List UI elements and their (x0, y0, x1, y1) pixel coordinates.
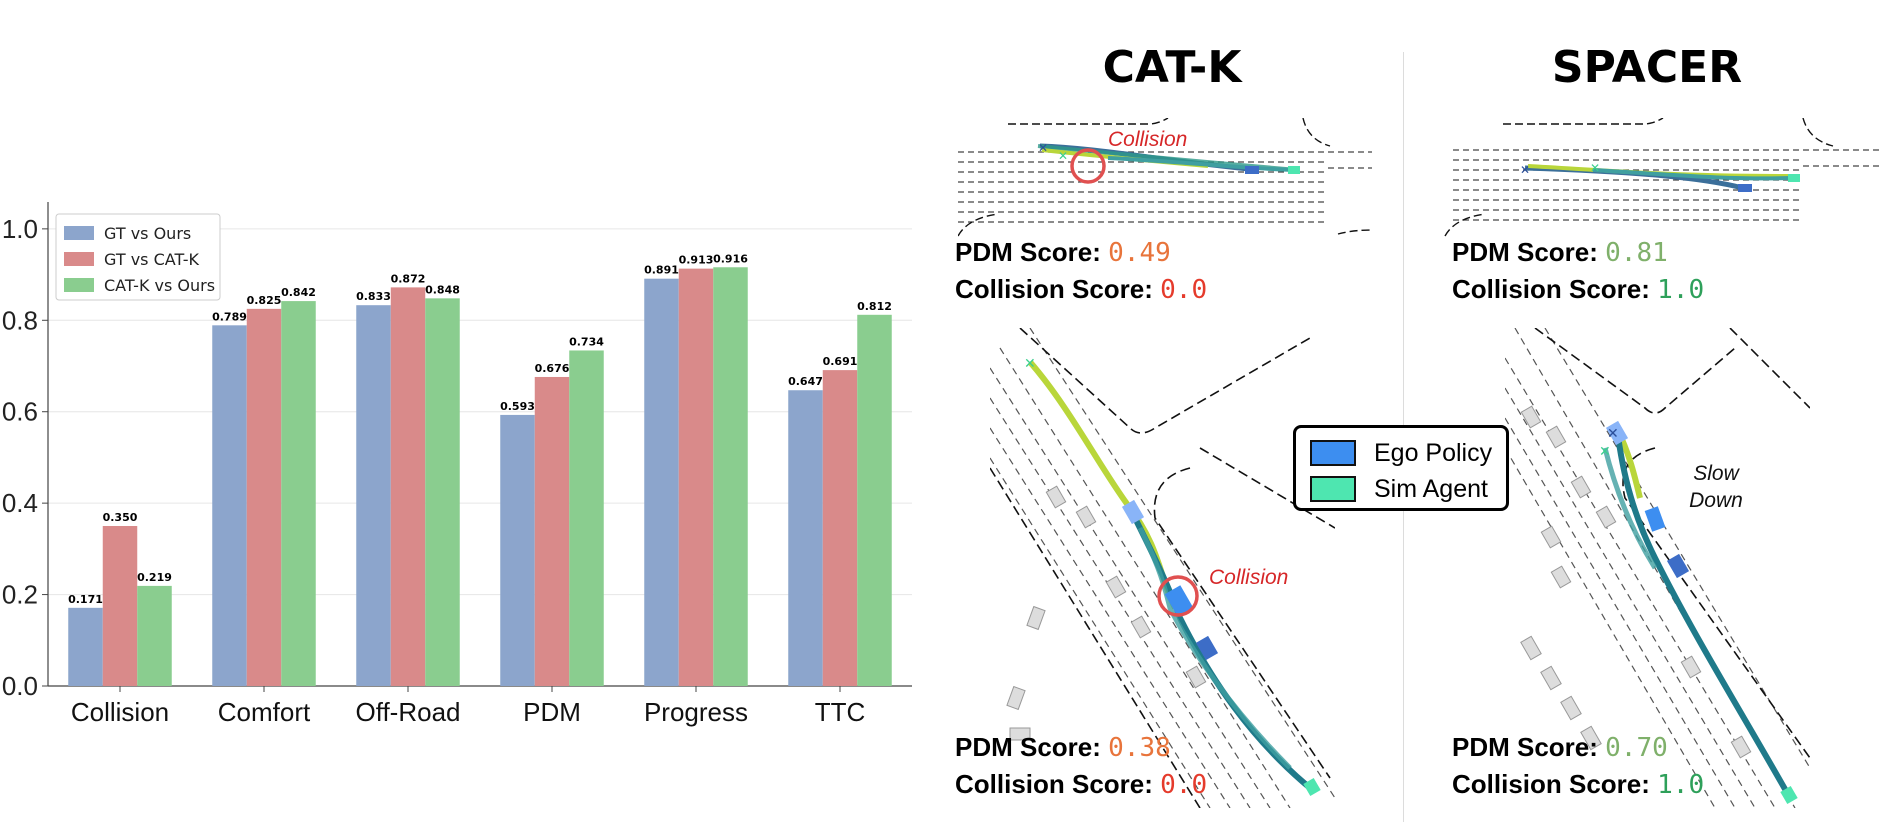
catk-title: CAT-K (1102, 42, 1242, 93)
bar-comfort-2 (281, 301, 316, 686)
legend-swatch (64, 278, 94, 292)
data-label: 0.848 (425, 283, 460, 296)
svg-text:✕: ✕ (1038, 141, 1048, 155)
data-label: 0.789 (212, 310, 247, 323)
ego-label: Ego Policy (1374, 438, 1493, 467)
svg-text:✕: ✕ (1520, 163, 1530, 177)
y-tick-label: 0.2 (2, 580, 38, 610)
bar-collision-0 (68, 607, 103, 686)
legend-entry: GT vs Ours (104, 224, 191, 243)
x-tick-label-collision: Collision (71, 697, 169, 727)
chart-legend (55, 213, 221, 301)
catk-bottom-collision: Collision Score: 0.0 (955, 769, 1208, 800)
y-tick-label: 1.0 (2, 214, 38, 244)
svg-text:✕: ✕ (1590, 161, 1600, 175)
bar-pdm-2 (569, 350, 604, 686)
bar-collision-1 (102, 526, 138, 686)
data-label: 0.734 (569, 335, 604, 348)
y-tick-label: 0.6 (2, 397, 38, 427)
data-label: 0.676 (535, 362, 570, 375)
catk-bottom-collision-label: Collision (1209, 566, 1289, 589)
data-label: 0.691 (823, 355, 858, 368)
x-tick-label-comfort: Comfort (218, 697, 311, 727)
spacer-top-pdm: PDM Score: 0.81 (1452, 237, 1668, 268)
svg-text:✕: ✕ (1599, 443, 1611, 459)
x-tick-label-progress: Progress (644, 697, 748, 727)
x-tick-label-pdm: PDM (523, 697, 581, 727)
bar-progress-2 (713, 267, 748, 686)
bar-off-road-0 (356, 305, 391, 686)
bar-progress-1 (678, 268, 714, 686)
y-tick-label: 0.0 (2, 671, 38, 701)
bar-comfort-0 (212, 325, 247, 686)
spacer-title: SPACER (1551, 42, 1743, 93)
bar-off-road-2 (425, 298, 460, 686)
bar-collision-2 (137, 585, 172, 686)
catk-top-pdm: PDM Score: 0.49 (955, 237, 1171, 268)
spacer-slow-down-label: Slow Down (1689, 462, 1743, 512)
bar-ttc-2 (857, 314, 892, 686)
bar-off-road-1 (390, 287, 426, 686)
sim-label: Sim Agent (1374, 474, 1488, 503)
bar-comfort-1 (246, 308, 282, 686)
data-label: 0.916 (713, 252, 748, 265)
data-label: 0.350 (103, 511, 138, 524)
spacer-bottom-scene: ✕ ✕ (1505, 328, 1810, 808)
legend-entry: GT vs CAT-K (104, 250, 200, 269)
legend-swatch (64, 252, 94, 266)
data-label: 0.913 (679, 254, 714, 267)
legend-entry: CAT-K vs Ours (104, 276, 215, 295)
data-label: 0.812 (857, 300, 892, 313)
catk-top-scene: ✕ ✕ (958, 118, 1372, 237)
spacer-top-scene: ✕ ✕ (1444, 118, 1879, 237)
legend-swatch (64, 226, 94, 240)
spacer-bottom-pdm: PDM Score: 0.70 (1452, 732, 1668, 763)
x-tick-label-off-road: Off-Road (355, 697, 460, 727)
legend-sim: Sim Agent (1310, 474, 1488, 504)
bar-pdm-0 (500, 414, 535, 686)
catk-bottom-pdm: PDM Score: 0.38 (955, 732, 1171, 763)
y-tick-label: 0.4 (2, 488, 38, 518)
data-label: 0.842 (281, 286, 316, 299)
catk-top-collision-label: Collision (1108, 128, 1188, 151)
sim-swatch (1310, 476, 1356, 502)
ego-swatch (1310, 440, 1356, 466)
scene-legend: Ego Policy Sim Agent (1293, 425, 1509, 511)
legend-ego: Ego Policy (1310, 438, 1492, 468)
x-tick-label-ttc: TTC (815, 697, 866, 727)
data-label: 0.825 (247, 294, 282, 307)
svg-text:✕: ✕ (1024, 355, 1036, 371)
bar-ttc-0 (788, 390, 823, 686)
data-label: 0.891 (644, 264, 679, 277)
bar-ttc-1 (822, 370, 858, 686)
data-label: 0.171 (68, 593, 103, 606)
catk-bottom-scene: ✕ (990, 328, 1335, 808)
bar-pdm-1 (534, 376, 570, 686)
spacer-top-collision: Collision Score: 1.0 (1452, 274, 1705, 305)
svg-text:✕: ✕ (1058, 149, 1068, 163)
bar-progress-0 (644, 278, 679, 686)
catk-top-collision: Collision Score: 0.0 (955, 274, 1208, 305)
y-tick-label: 0.8 (2, 305, 38, 335)
data-label: 0.872 (391, 272, 426, 285)
spacer-bottom-collision: Collision Score: 1.0 (1452, 769, 1705, 800)
data-label: 0.647 (788, 375, 823, 388)
data-label: 0.219 (137, 571, 172, 584)
svg-text:✕: ✕ (1607, 425, 1619, 441)
data-label: 0.833 (356, 290, 391, 303)
data-label: 0.593 (500, 400, 535, 413)
